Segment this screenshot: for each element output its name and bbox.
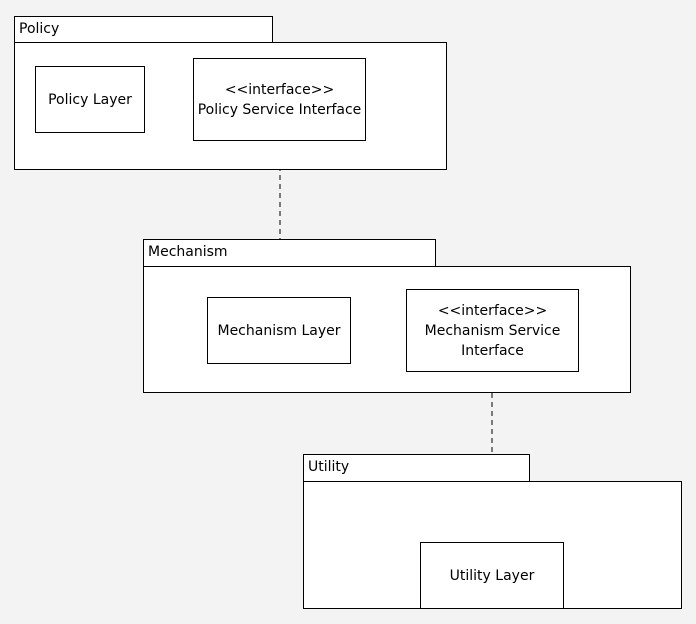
package-name-utility: Utility xyxy=(308,459,350,475)
policy-layer-box: Policy Layer xyxy=(35,66,145,133)
package-name-mechanism: Mechanism xyxy=(148,244,228,260)
policy-interface-stereotype: <<interface>> xyxy=(224,81,335,98)
mechanism-layer-box: Mechanism Layer xyxy=(207,297,351,364)
mechanism-interface-stereotype: <<interface>> xyxy=(437,302,548,319)
policy-interface-label: Policy Service Interface xyxy=(197,101,362,118)
package-name-policy: Policy xyxy=(19,21,60,37)
mechanism-interface-label-line2: Interface xyxy=(461,342,524,359)
mechanism-service-interface-box: <<interface>> Mechanism Service Interfac… xyxy=(406,289,579,372)
package-tab-policy: Policy xyxy=(14,16,273,43)
mechanism-interface-label-line1: Mechanism Service xyxy=(424,322,561,339)
policy-service-interface-box: <<interface>> Policy Service Interface xyxy=(193,58,366,141)
utility-layer-box: Utility Layer xyxy=(420,542,564,609)
policy-layer-label: Policy Layer xyxy=(48,91,132,108)
package-tab-utility: Utility xyxy=(303,454,530,482)
utility-layer-label: Utility Layer xyxy=(449,567,535,584)
mechanism-layer-label: Mechanism Layer xyxy=(217,322,341,339)
package-tab-mechanism: Mechanism xyxy=(143,239,436,267)
